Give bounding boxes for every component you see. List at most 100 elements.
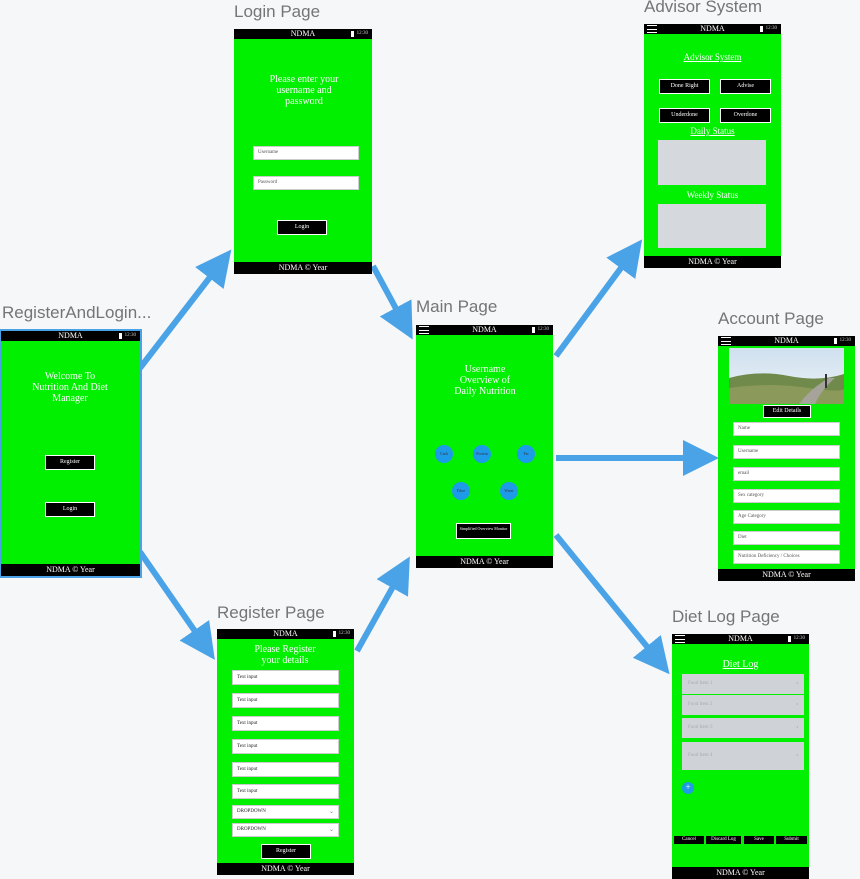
footer-bar: NDMA © Year: [234, 262, 372, 274]
app-name: NDMA: [728, 634, 753, 643]
chevron-right-icon: ›: [796, 702, 798, 707]
arrow-main-to-advisor: [553, 239, 643, 358]
food-item-label: Food Item 3: [688, 725, 713, 730]
edit-details-button[interactable]: Edit Details: [763, 405, 811, 418]
discard-log-button[interactable]: Discard Log: [706, 836, 741, 844]
profile-landscape-image: [729, 348, 844, 404]
username-input[interactable]: Username: [253, 146, 359, 160]
welcome-text: Welcome To Nutrition And Diet Manager: [32, 371, 108, 404]
footer-bar: NDMA © Year: [644, 256, 781, 268]
app-name: NDMA: [472, 325, 497, 334]
register-button[interactable]: Register: [45, 455, 95, 470]
hamburger-menu-icon[interactable]: [419, 326, 429, 334]
name-field[interactable]: Name: [733, 422, 840, 436]
add-item-button[interactable]: +: [682, 782, 694, 794]
hamburger-menu-icon[interactable]: [675, 635, 685, 643]
text-input-4[interactable]: Text input: [232, 739, 339, 754]
nutrient-circle-carb[interactable]: Carb: [435, 445, 453, 463]
food-item-label: Food Item 2: [688, 702, 713, 707]
screen-main[interactable]: NDMA 12:30 Username Overview of Daily Nu…: [416, 325, 553, 568]
chevron-right-icon: ›: [796, 725, 798, 730]
title-main-page: Main Page: [416, 297, 498, 316]
screen-account[interactable]: NDMA 12:30 Edit Details Name Username em…: [718, 336, 855, 581]
clock: 12:30: [839, 338, 851, 343]
nutrition-deficiency-field[interactable]: Nutrition Deficiency / Choices: [733, 550, 840, 564]
chevron-down-icon: ⌄: [328, 827, 334, 833]
text-input-1[interactable]: Text input: [232, 670, 339, 685]
hamburger-menu-icon[interactable]: [721, 337, 731, 345]
nutrient-circle-fat[interactable]: Fat: [517, 445, 535, 463]
dropdown-2[interactable]: DROPDOWN ⌄: [232, 823, 339, 837]
cancel-button[interactable]: Cancel: [674, 836, 704, 844]
screen-diet-log[interactable]: NDMA 12:30 Diet Log Food Item 1 › Food I…: [672, 634, 809, 879]
text-input-2[interactable]: Text input: [232, 693, 339, 708]
nutrient-circle-protein[interactable]: Protein: [473, 445, 491, 463]
app-name: NDMA: [273, 629, 298, 638]
screen-advisor[interactable]: NDMA 12:30 Advisor System Done Right Adv…: [644, 24, 781, 268]
text-input-6[interactable]: Text input: [232, 784, 339, 799]
nutrient-circle-fibre[interactable]: Fibre: [452, 482, 470, 500]
save-button[interactable]: Save: [744, 836, 774, 844]
app-name: NDMA: [290, 29, 316, 38]
username-field[interactable]: Username: [733, 445, 840, 459]
food-item-2[interactable]: Food Item 2 ›: [682, 695, 804, 715]
arrow-main-to-dietlog: [553, 533, 670, 675]
food-item-label: Food Item 4: [688, 753, 713, 758]
chevron-right-icon: ›: [796, 681, 798, 686]
battery-icon: [333, 631, 336, 637]
advisor-heading: Advisor System: [683, 52, 742, 62]
advise-button[interactable]: Advise: [720, 79, 771, 94]
footer-bar: NDMA © Year: [217, 863, 354, 875]
title-account-page: Account Page: [718, 309, 824, 328]
nutrient-circle-water[interactable]: Water: [500, 482, 518, 500]
app-name: NDMA: [774, 336, 799, 345]
weekly-status-label: Weekly Status: [686, 190, 739, 200]
text-input-5[interactable]: Text input: [232, 762, 339, 777]
dropdown-1[interactable]: DROPDOWN ⌄: [232, 805, 339, 819]
underdone-button[interactable]: Underdone: [659, 108, 710, 123]
clock: 12:30: [356, 31, 368, 36]
clock: 12:30: [338, 631, 350, 636]
screen-register[interactable]: NDMA 12:30 Please Register your details …: [217, 629, 354, 875]
chevron-right-icon: ›: [796, 753, 798, 758]
login-button[interactable]: Login: [277, 220, 327, 235]
password-input[interactable]: Password: [253, 176, 359, 190]
done-right-button[interactable]: Done Right: [659, 79, 710, 94]
arrow-login-to-main: [370, 264, 413, 340]
food-item-3[interactable]: Food Item 3 ›: [682, 718, 804, 738]
clock: 12:30: [765, 26, 777, 31]
login-button[interactable]: Login: [45, 502, 95, 517]
submit-button[interactable]: Submit: [776, 836, 807, 844]
login-prompt: Please enter your username and password: [269, 74, 339, 107]
age-category-field[interactable]: Age Category: [733, 510, 840, 524]
footer-bar: NDMA © Year: [416, 556, 553, 568]
screen-register-and-login[interactable]: NDMA 12:30 Welcome To Nutrition And Diet…: [0, 329, 142, 578]
food-item-4[interactable]: Food Item 4 ›: [682, 742, 804, 770]
diet-field[interactable]: Diet: [733, 531, 840, 545]
arrow-registerlogin-to-login: [137, 249, 232, 370]
arrow-registerlogin-to-register: [137, 550, 215, 660]
hamburger-menu-icon[interactable]: [647, 25, 657, 33]
title-login-page: Login Page: [234, 2, 321, 21]
text-input-3[interactable]: Text input: [232, 716, 339, 731]
footer-bar: NDMA © Year: [672, 867, 809, 879]
title-advisor-system: Advisor System: [644, 0, 763, 16]
dropdown-label: DROPDOWN: [237, 809, 266, 814]
title-register-page: Register Page: [217, 603, 325, 622]
status-bar: NDMA 12:30: [644, 24, 781, 34]
arrow-register-to-main: [354, 556, 410, 653]
battery-icon: [760, 26, 763, 32]
email-field[interactable]: email: [733, 467, 840, 481]
register-prompt: Please Register your details: [254, 644, 316, 666]
screen-login[interactable]: NDMA 12:30 Please enter your username an…: [234, 29, 372, 274]
title-register-and-login: RegisterAndLogin...: [2, 303, 152, 322]
footer-bar: NDMA © Year: [1, 564, 140, 576]
overdone-button[interactable]: Overdone: [720, 108, 771, 123]
register-button[interactable]: Register: [261, 844, 311, 859]
status-bar: NDMA 12:30: [217, 629, 354, 639]
simplified-overview-button[interactable]: Simplified Overview Monitor: [456, 523, 511, 539]
sex-category-field[interactable]: Sex category: [733, 489, 840, 503]
battery-icon: [351, 31, 354, 37]
food-item-1[interactable]: Food Item 1 ›: [682, 674, 804, 694]
